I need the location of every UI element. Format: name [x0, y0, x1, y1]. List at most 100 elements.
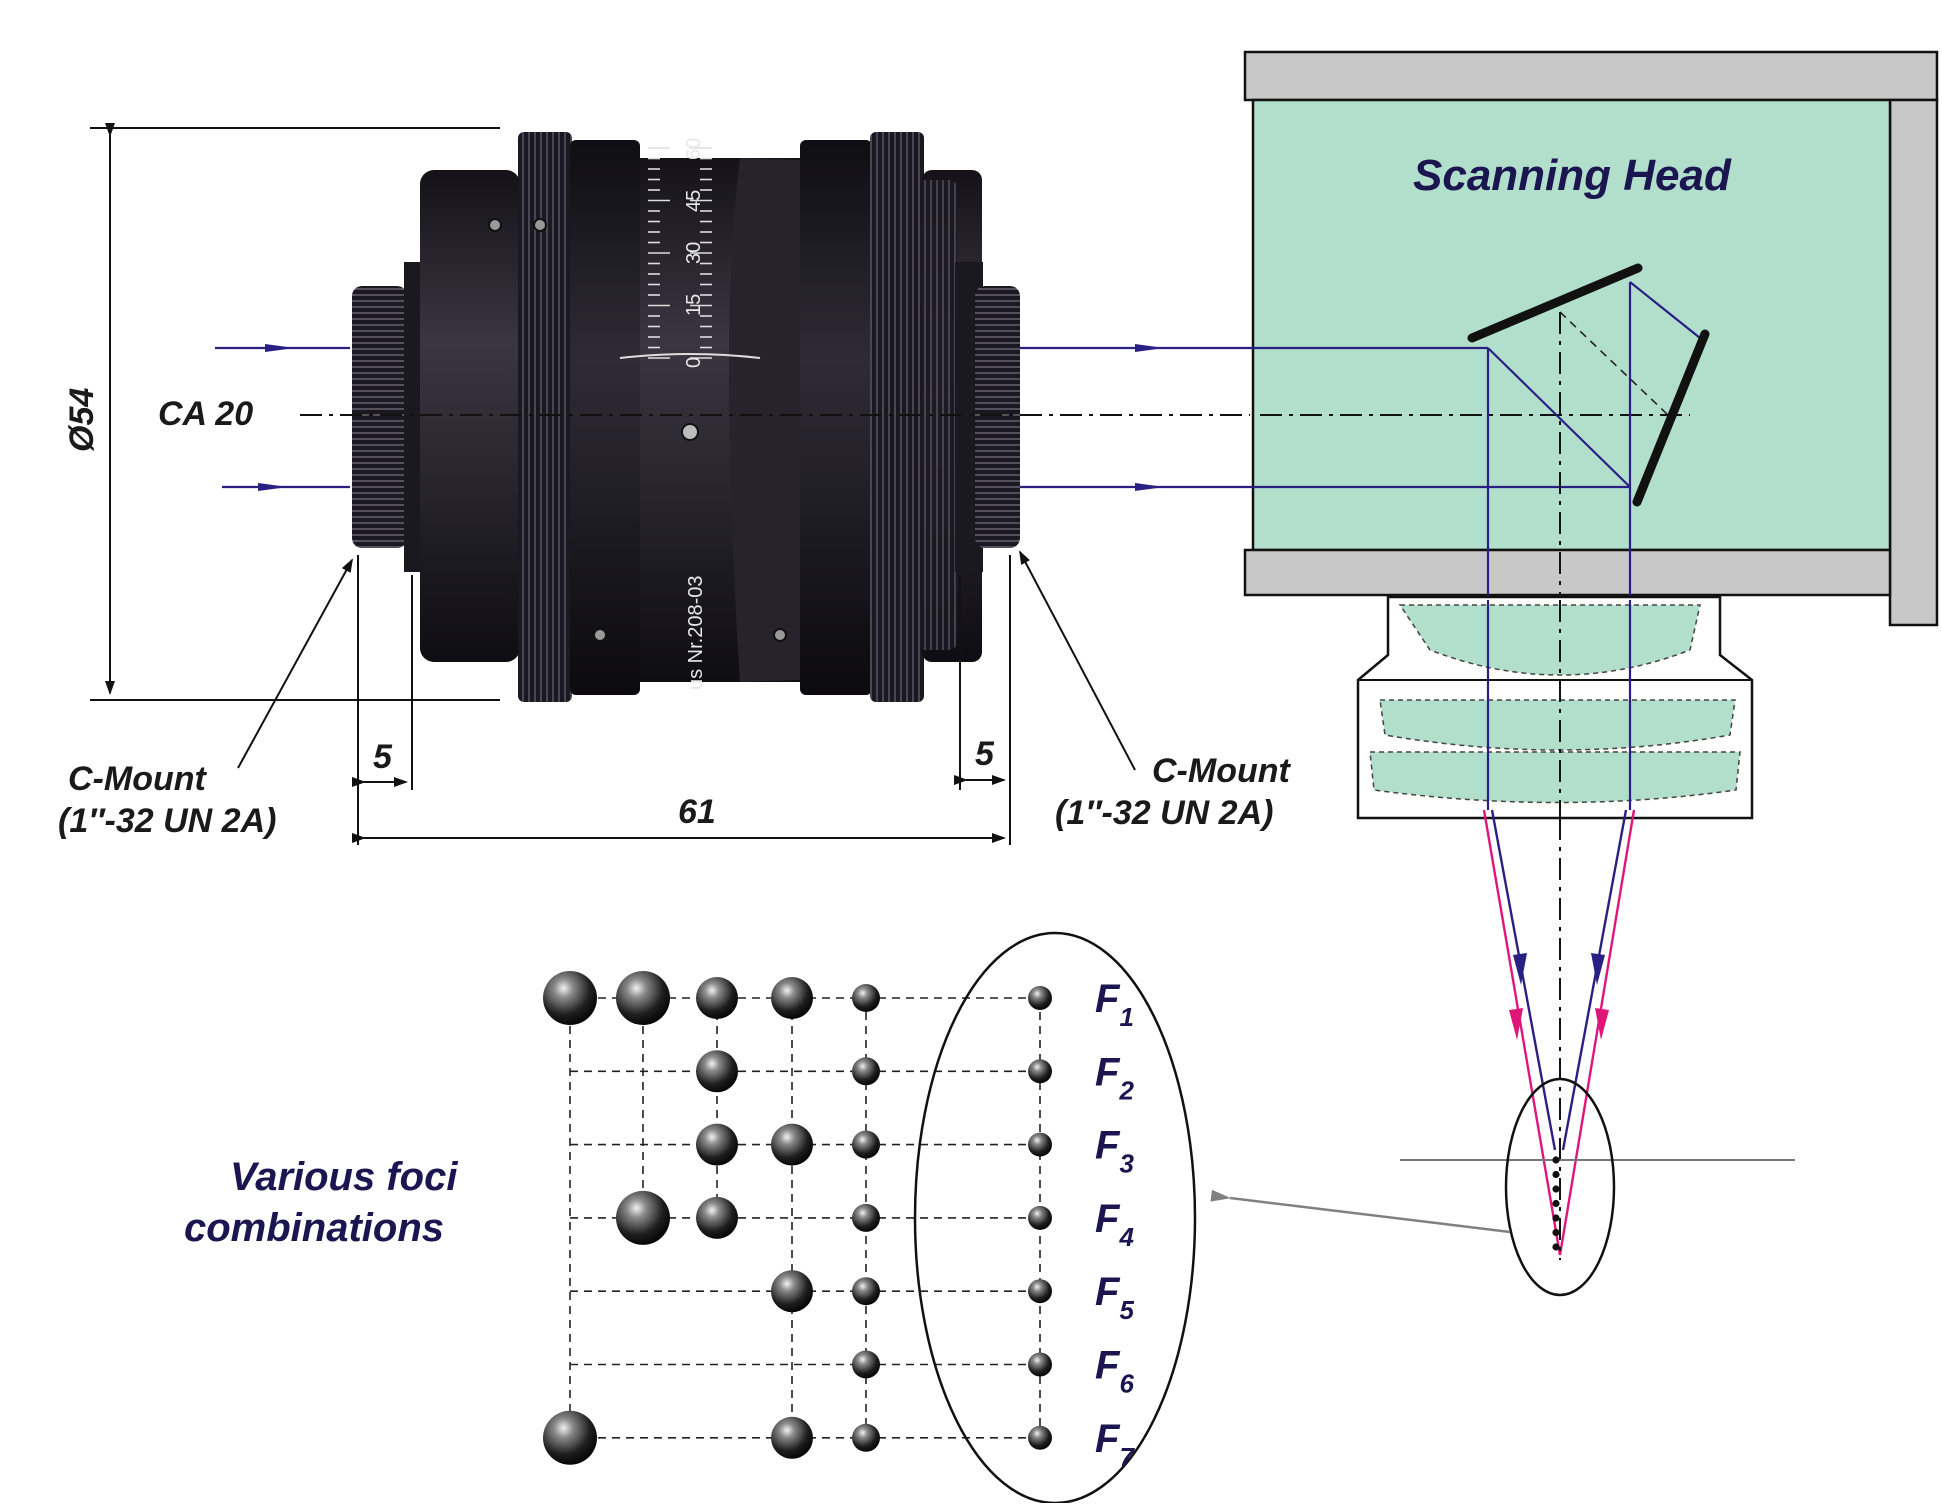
left-c-mount-leader — [237, 558, 353, 769]
focus-point — [1552, 1199, 1560, 1208]
focus-sphere — [616, 1190, 670, 1245]
left-c-mount-label: C-Mount — [68, 760, 208, 798]
lens-element-2 — [1379, 699, 1736, 751]
focus-sphere — [771, 1416, 813, 1459]
matrix-spheres — [543, 971, 1052, 1465]
focus-sphere — [543, 971, 597, 1025]
mirror-ray — [1487, 347, 1631, 488]
right-c-mount-thread — [975, 286, 1020, 548]
ray-arrow — [1135, 483, 1165, 491]
lens-dimensions: Ø54 CA 20 5 5 61 C-Mount (1″-32 UN 2A) C… — [58, 123, 1292, 845]
ray-arrow — [1509, 1008, 1523, 1040]
focus-sphere — [1028, 1425, 1052, 1450]
screw — [773, 628, 787, 642]
scale-number: 60 — [683, 138, 705, 160]
right-gap-label: 5 — [975, 735, 995, 773]
focus-point — [1552, 1185, 1560, 1193]
scale-number: 15 — [683, 294, 705, 316]
focus-zone-ellipse — [1504, 1077, 1616, 1297]
focus-label: F1 — [1095, 977, 1134, 1032]
foci-ellipse — [913, 931, 1197, 1505]
focus-sphere — [852, 1203, 880, 1232]
center-screw — [681, 423, 699, 441]
focus-sphere — [616, 971, 670, 1025]
focus-point — [1552, 1243, 1560, 1251]
left-smooth-ring — [570, 140, 640, 695]
focus-label: F3 — [1095, 1124, 1134, 1179]
galvo-mirror-x — [1467, 263, 1643, 343]
focus-label: F2 — [1095, 1050, 1134, 1105]
focus-points — [1552, 1156, 1560, 1251]
focus-ray-magenta — [1482, 809, 1562, 1256]
focus-label: F6 — [1095, 1344, 1134, 1399]
right-c-mount-spec: (1″-32 UN 2A) — [1055, 794, 1273, 832]
foci-caption-line1: Various foci — [230, 1155, 458, 1199]
focus-sphere — [696, 1123, 738, 1166]
left-gap-label: 5 — [373, 738, 393, 776]
housing-bottom — [1243, 548, 1892, 597]
focus-sphere — [852, 1423, 880, 1452]
focus-sphere — [1028, 1279, 1052, 1304]
lens-engraving: us Nr.208-03 — [685, 575, 707, 690]
focus-point — [1552, 1156, 1560, 1164]
mirror-ray — [1629, 281, 1701, 339]
right-knurled-ring — [870, 132, 924, 702]
focus-scale-numbers: 0 15 30 45 60 — [683, 138, 705, 368]
focus-scale — [648, 147, 712, 359]
focus-sphere — [696, 1050, 738, 1093]
focus-point — [1552, 1170, 1560, 1179]
right-c-mount-leader — [1019, 550, 1136, 771]
ray-arrow — [258, 483, 288, 491]
length-label: 61 — [678, 793, 716, 831]
focus-sphere — [771, 1270, 813, 1313]
focus-ray-navy — [1490, 809, 1557, 1151]
focus-label: F7 — [1095, 1417, 1135, 1472]
ray-arrow — [265, 344, 295, 352]
right-smooth-ring — [800, 140, 872, 695]
objective-lens — [1356, 595, 1795, 1297]
focus-point — [1552, 1228, 1560, 1237]
focus-sphere — [771, 977, 813, 1019]
left-c-mount-thread — [352, 286, 407, 548]
focus-sphere — [852, 1130, 880, 1159]
mirror-axis — [1559, 311, 1669, 416]
scale-number: 0 — [683, 357, 705, 368]
focus-sphere — [543, 1410, 597, 1465]
scale-index-arc — [619, 353, 761, 359]
foci-caption-line2: combinations — [184, 1206, 444, 1250]
lens-assembly: 0 15 30 45 60 us Nr.208-03 — [352, 132, 1020, 702]
focus-ray-magenta — [1558, 809, 1636, 1256]
focus-ray-navy — [1561, 809, 1628, 1151]
scale-number: 45 — [683, 190, 705, 212]
diameter-label: Ø54 — [63, 388, 101, 452]
ray-arrow — [1595, 1008, 1609, 1040]
focus-sphere — [1028, 1059, 1052, 1084]
input-rays — [215, 344, 350, 491]
scanning-head-cavity — [1251, 98, 1892, 552]
center-barrel-right — [729, 158, 800, 682]
scale-number: 30 — [683, 242, 705, 264]
focus-label: F5 — [1095, 1270, 1134, 1325]
lens-element-3 — [1369, 751, 1741, 804]
ray-arrow — [1135, 344, 1165, 352]
focus-sphere — [696, 977, 738, 1019]
left-c-mount-spec: (1″-32 UN 2A) — [58, 802, 276, 840]
focus-sphere — [1028, 1352, 1052, 1377]
screw — [488, 218, 502, 232]
focus-sphere — [1028, 1205, 1052, 1230]
focus-point — [1552, 1214, 1560, 1222]
focus-label: F4 — [1095, 1197, 1134, 1252]
focus-sphere — [1028, 1132, 1052, 1157]
focus-sphere — [852, 1057, 880, 1086]
focus-sphere — [852, 1350, 880, 1379]
housing-right-wall — [1888, 98, 1939, 627]
ray-arrow — [1591, 953, 1605, 985]
left-knurled-ring — [518, 132, 572, 702]
focus-sphere — [1028, 986, 1052, 1010]
housing-top — [1243, 50, 1939, 102]
focus-sphere — [696, 1196, 738, 1239]
